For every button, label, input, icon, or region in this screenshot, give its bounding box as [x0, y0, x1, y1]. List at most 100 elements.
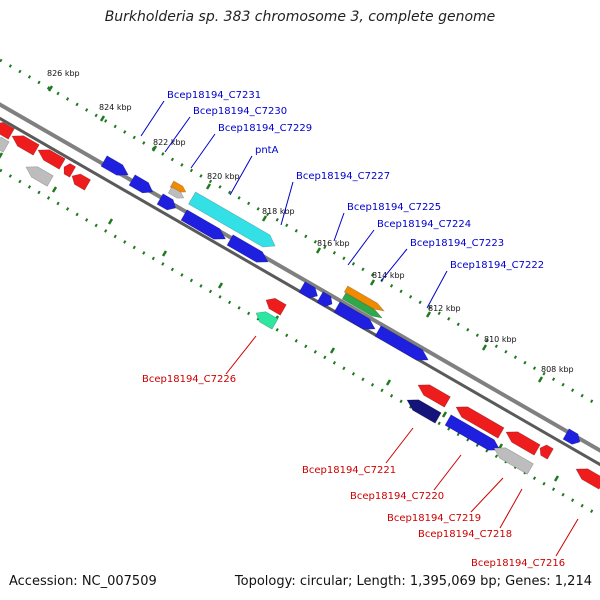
gene-label-reverse: Bcep18194_C7221 [302, 465, 396, 476]
backbone-line [0, 102, 600, 453]
gene-arrow [71, 173, 91, 191]
leader-line [470, 477, 504, 513]
lower-major-tick [329, 347, 336, 354]
leader-line [140, 100, 165, 137]
tick-label: 824 kbp [99, 103, 132, 112]
gene-arrow [505, 431, 541, 456]
gene-arrow [455, 406, 505, 439]
gene-label-reverse: Bcep18194_C7226 [142, 374, 236, 385]
gene-arrow [406, 399, 442, 424]
leader-line [164, 116, 191, 153]
gene-label-forward: Bcep18194_C7222 [450, 260, 544, 271]
leader-line [426, 270, 448, 309]
leader-line [555, 518, 579, 557]
accession-text: Accession: NC_007509 [9, 574, 157, 589]
lower-major-tick [0, 152, 4, 159]
gene-arrow [343, 285, 385, 312]
gene-arrow [37, 149, 66, 170]
gene-label-forward: Bcep18194_C7223 [410, 238, 504, 249]
leader-line [333, 212, 345, 242]
gene-arrow [562, 428, 581, 445]
major-tick [369, 279, 376, 286]
gene-arrow [298, 281, 318, 299]
gene-arrow [417, 384, 451, 408]
leader-line [380, 248, 408, 282]
lower-major-tick [217, 282, 224, 289]
gene-label-forward: Bcep18194_C7227 [296, 171, 390, 182]
gene-label-forward: Bcep18194_C7229 [218, 123, 312, 134]
gene-arrow [255, 311, 279, 330]
gene-arrow [0, 136, 10, 153]
gene-arrow [128, 174, 154, 194]
lower-major-tick [51, 186, 58, 193]
gene-arrow [188, 191, 276, 248]
gene-arrow [11, 135, 40, 156]
gene-arrow [575, 468, 600, 490]
tick-label: 818 kbp [262, 207, 295, 216]
tick-track-upper [0, 58, 600, 408]
tick-label: 814 kbp [372, 271, 405, 280]
gene-label-reverse: Bcep18194_C7216 [471, 558, 565, 569]
summary-text: Topology: circular; Length: 1,395,069 bp… [234, 574, 592, 589]
tick-label: 810 kbp [484, 335, 517, 344]
tick-label: 808 kbp [541, 365, 574, 374]
gene-arrow [0, 121, 15, 140]
label-layer: Bcep18194_C7231Bcep18194_C7230Bcep18194_… [142, 90, 565, 569]
major-tick [151, 145, 158, 152]
gene-label-reverse: Bcep18194_C7219 [387, 513, 481, 524]
major-tick [47, 85, 54, 92]
genome-map: 826 kbp 824 kbp 822 kbp 820 kbp 818 kbp 816 k… [0, 58, 600, 569]
tick-label: 812 kbp [428, 304, 461, 313]
lower-major-tick [385, 379, 392, 386]
leader-line [499, 488, 523, 529]
gene-label-forward: Bcep18194_C7230 [193, 106, 287, 117]
gene-arrow [226, 234, 269, 263]
gene-arrow [169, 180, 187, 193]
leader-line [190, 133, 216, 169]
tick-layer: 826 kbp 824 kbp 822 kbp 820 kbp 818 kbp 816 k… [0, 58, 600, 518]
map-title: Burkholderia sp. 383 chromosome 3, compl… [104, 9, 496, 25]
gene-arrow [25, 166, 54, 187]
gene-arrow [374, 325, 429, 361]
gene-arrow [444, 414, 501, 451]
lower-major-tick [441, 411, 448, 418]
gene-arrow [341, 292, 383, 319]
major-tick [261, 215, 268, 222]
major-tick [425, 311, 432, 318]
gene-arrow [167, 186, 185, 199]
major-tick [99, 115, 106, 122]
lower-major-tick [107, 218, 114, 225]
gene-arrow [316, 291, 333, 308]
tick-label: 816 kbp [317, 239, 350, 248]
lower-major-tick [161, 250, 168, 257]
gene-label-forward: Bcep18194_C7231 [167, 90, 261, 101]
tick-label: 826 kbp [47, 69, 80, 78]
leader-line [225, 335, 257, 375]
gene-label-reverse: Bcep18194_C7218 [418, 529, 512, 540]
leader-layer [140, 100, 579, 557]
gene-arrow [100, 155, 129, 176]
gene-arrow [180, 209, 227, 240]
leader-line [385, 427, 414, 464]
major-tick [315, 247, 322, 254]
leader-line [229, 155, 253, 196]
gene-label-reverse: Bcep18194_C7220 [350, 491, 444, 502]
gene-arrow [493, 447, 534, 475]
leader-line [433, 454, 462, 491]
gene-arrow [333, 301, 376, 330]
gene-label-forward: Bcep18194_C7224 [377, 219, 471, 230]
gene-arrow [63, 163, 77, 178]
gene-label-forward: pntA [255, 145, 279, 156]
major-tick [205, 183, 212, 190]
backbone-layer [0, 102, 600, 467]
lower-major-tick [553, 475, 560, 482]
gene-arrow [265, 297, 287, 316]
leader-line [347, 229, 375, 266]
tick-label: 820 kbp [207, 172, 240, 181]
gene-layer [0, 121, 600, 490]
gene-arrow [156, 193, 176, 211]
major-tick [481, 344, 488, 351]
gene-label-forward: Bcep18194_C7225 [347, 202, 441, 213]
leader-line [280, 181, 294, 226]
tick-label: 822 kbp [153, 138, 186, 147]
